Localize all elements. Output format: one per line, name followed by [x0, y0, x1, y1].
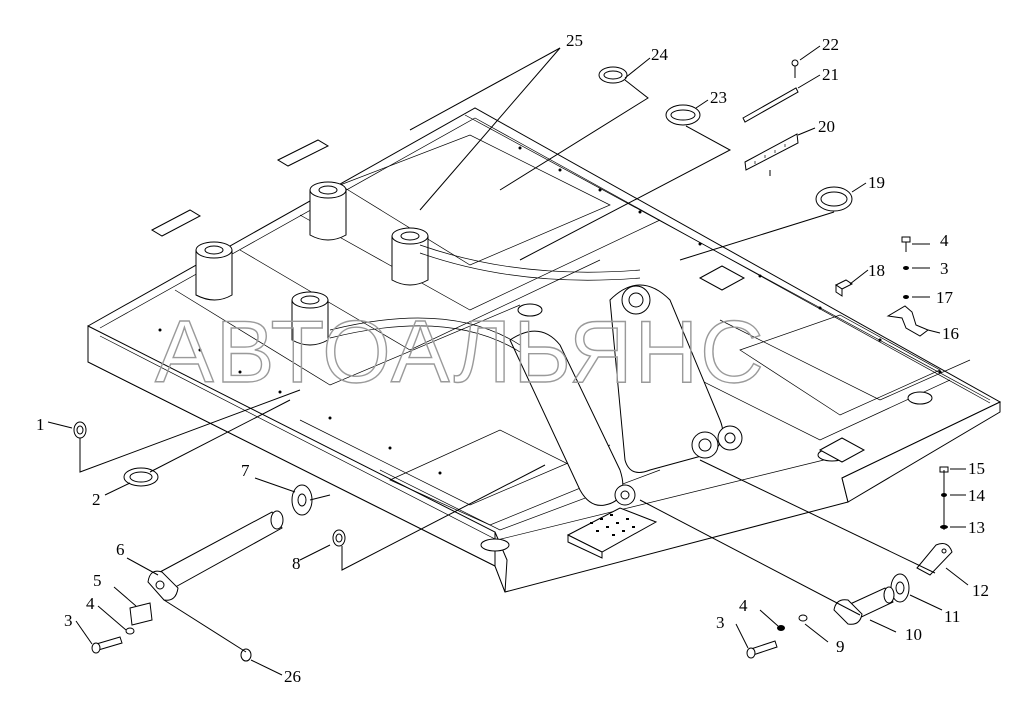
callout-24: 24: [651, 45, 669, 64]
part-3-bolt-right: [746, 640, 778, 659]
part-12-cover-plate: [916, 543, 953, 576]
step-plate: [566, 507, 658, 559]
part-3-washer-top: [903, 266, 909, 270]
callout-3-top: 3: [940, 259, 949, 278]
boom-mount-bracket: [509, 284, 743, 506]
part-4-washer-left: [125, 627, 135, 635]
callout-11: 11: [944, 607, 960, 626]
part-24-grommet: [598, 66, 628, 84]
part-4-washer-right: [777, 625, 785, 631]
part-10-pin: [833, 586, 895, 625]
part-19-grommet: [815, 186, 853, 212]
part-26-plug: [240, 648, 252, 662]
part-23-grommet: [665, 104, 701, 126]
part-7-washer: [291, 484, 313, 516]
callout-labels: 1 2 3 4 5 6 7 8 9 10 11 12 13 14 15 16 1…: [36, 31, 989, 686]
leader-lines: [47, 45, 969, 676]
part-22-screw: [791, 59, 799, 78]
callout-10: 10: [905, 625, 922, 644]
callout-7: 7: [241, 461, 250, 480]
part-21-strip: [742, 87, 799, 123]
callout-12: 12: [972, 581, 989, 600]
part-16-bracket: [886, 305, 929, 337]
callout-8: 8: [292, 554, 301, 573]
callout-22: 22: [822, 35, 839, 54]
callout-5: 5: [93, 571, 102, 590]
callout-15: 15: [968, 459, 985, 478]
callout-9: 9: [836, 637, 845, 656]
callout-25: 25: [566, 31, 583, 50]
part-6-pin: [147, 510, 284, 601]
part-1-ring: [73, 421, 87, 439]
callout-18: 18: [868, 261, 885, 280]
mount-towers: [150, 139, 641, 353]
callout-17: 17: [936, 288, 954, 307]
callout-2: 2: [92, 490, 101, 509]
callout-26: 26: [284, 667, 301, 686]
callout-1: 1: [36, 415, 45, 434]
callout-6: 6: [116, 540, 125, 559]
part-4-bolt-top: [901, 236, 911, 252]
part-9-washer: [798, 614, 808, 622]
part-18-block: [835, 279, 853, 297]
watermark: АВТОАЛЬЯНС: [155, 302, 766, 401]
part-2-grommet: [123, 467, 159, 487]
callout-4-left: 4: [86, 594, 95, 613]
callout-3-left: 3: [64, 611, 73, 630]
callout-4-right: 4: [739, 596, 748, 615]
part-20-hinge-strip: [744, 133, 799, 171]
part-5-lock-plate: [129, 602, 153, 626]
callout-20: 20: [818, 117, 835, 136]
part-17-washer: [903, 295, 909, 299]
callout-21: 21: [822, 65, 839, 84]
callout-19: 19: [868, 173, 885, 192]
callout-23: 23: [710, 88, 727, 107]
callout-13: 13: [968, 518, 985, 537]
part-8-bushing: [332, 529, 346, 547]
callout-16: 16: [942, 324, 959, 343]
part-3-bolt-left: [91, 636, 123, 654]
callout-4-top: 4: [940, 231, 949, 250]
callout-3-right: 3: [716, 613, 725, 632]
callout-14: 14: [968, 486, 986, 505]
